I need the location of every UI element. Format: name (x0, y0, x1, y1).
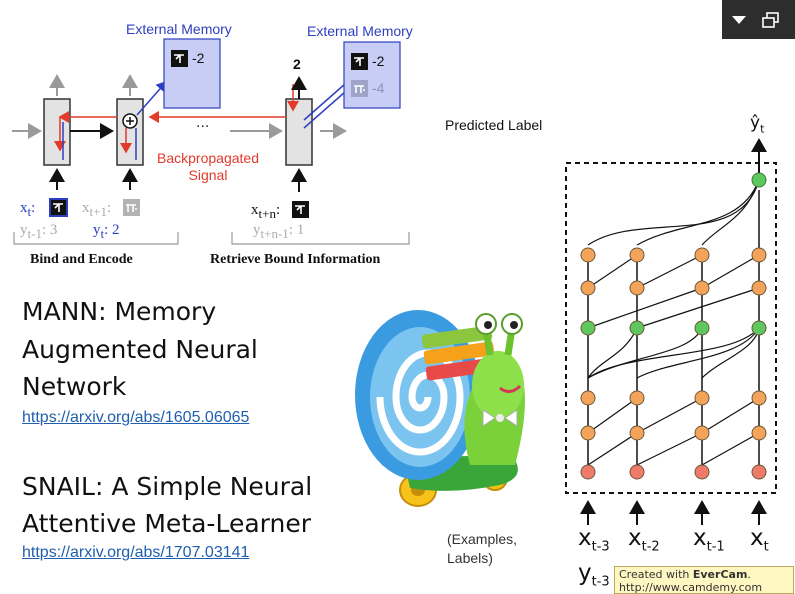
mann-title-line1: MANN: Memory (22, 297, 217, 326)
snail-title-line2: Attentive Meta-Learner (22, 509, 311, 538)
symbol-glyph-icon (49, 198, 68, 217)
memory-right-slot2: -4 (372, 80, 385, 96)
memory-left-title: External Memory (126, 21, 232, 37)
snail-node-r3-c0 (580, 390, 596, 406)
snail-node-r3-c3 (751, 390, 767, 406)
snail-nodes (580, 172, 767, 480)
snail-node-r5-c0 (580, 464, 596, 480)
section-retrieve: Retrieve Bound Information (210, 252, 381, 267)
snail-title-line1: SNAIL: A Simple Neural (22, 472, 313, 501)
section-bind-encode: Bind and Encode (30, 252, 133, 267)
snail-node-r0-c2 (694, 247, 710, 263)
restore-window-icon[interactable] (762, 12, 779, 28)
snail-node-r1-c3 (751, 280, 767, 296)
symbol-glyph-gray-icon (351, 80, 368, 97)
external-memory-right-box (343, 41, 401, 109)
snail-node-r0-c3 (751, 247, 767, 263)
snail-paper-link[interactable]: https://arxiv.org/abs/1707.03141 (22, 544, 250, 561)
snail-node-r4-c2 (694, 425, 710, 441)
snail-dashed-frame (565, 162, 777, 494)
symbol-glyph-gray-icon (123, 199, 140, 216)
snail-node-r3-c2 (694, 390, 710, 406)
output-label: 2 (293, 56, 301, 72)
snail-diagram (565, 138, 777, 525)
snail-node-r1-c2 (694, 280, 710, 296)
x-label-t: xt (750, 525, 769, 555)
backprop-label: Backpropagated Signal (157, 150, 259, 183)
x-label-t-3: xt-3 (578, 525, 610, 555)
toolbar-icons (732, 12, 779, 28)
snail-node-r4-c3 (751, 425, 767, 441)
snail-node-r2-c3 (751, 320, 767, 336)
snail-output-node (751, 172, 767, 188)
cell-3 (285, 98, 313, 166)
snail-node-r0-c0 (580, 247, 596, 263)
yhat-label: ŷt (750, 113, 765, 136)
snail-node-r4-c1 (629, 425, 645, 441)
snail-node-r3-c1 (629, 390, 645, 406)
snail-node-r5-c3 (751, 464, 767, 480)
symbol-glyph-icon (351, 53, 368, 70)
memory-left-slot: -2 (192, 50, 205, 66)
evercam-watermark: Created with EverCam. http://www.camdemy… (614, 566, 794, 594)
snail-node-r4-c0 (580, 425, 596, 441)
snail-toy-image (355, 310, 525, 507)
window-toolbar (722, 0, 795, 39)
snail-node-r2-c2 (694, 320, 710, 336)
ellipsis: ... (196, 114, 210, 131)
predicted-label-text: Predicted Label (445, 117, 543, 133)
examples-labels-caption: (Examples, Labels) (447, 531, 518, 566)
y-tn-label: yt+n-1: 1 (253, 222, 305, 241)
mann-diagram: External Memory External Memory -2 -2 -4… (0, 0, 450, 275)
y-label-t-3: yt-3 (578, 560, 610, 590)
symbol-glyph-icon (292, 201, 309, 218)
dropdown-arrow-icon[interactable] (732, 16, 746, 24)
snail-node-r5-c2 (694, 464, 710, 480)
symbol-glyph-icon (171, 50, 188, 67)
mann-paper-link[interactable]: https://arxiv.org/abs/1605.06065 (22, 409, 250, 426)
x-label-t-2: xt-2 (628, 525, 660, 555)
x-label-t-1: xt-1 (693, 525, 725, 555)
mann-title-line3: Network (22, 372, 127, 401)
snail-node-r5-c1 (629, 464, 645, 480)
snail-causal-links (587, 179, 760, 466)
cell-2 (116, 98, 144, 166)
snail-node-r1-c1 (629, 280, 645, 296)
x-t1-label: xt+1: (82, 200, 112, 219)
mann-diagram-graphics (12, 38, 410, 245)
x-tn-label: xt+n: (251, 202, 281, 221)
cell-1 (43, 98, 71, 166)
snail-node-r2-c1 (629, 320, 645, 336)
x-t-label: xt: (20, 200, 36, 219)
snail-node-r0-c1 (629, 247, 645, 263)
mann-title-line2: Augmented Neural (22, 335, 258, 364)
snail-node-r1-c0 (580, 280, 596, 296)
y-t-label: yt: 2 (93, 222, 120, 241)
y-t1-label: yt-1: 3 (20, 222, 58, 241)
memory-right-title: External Memory (307, 23, 413, 39)
memory-right-slot1: -2 (372, 53, 385, 69)
snail-node-r2-c0 (580, 320, 596, 336)
